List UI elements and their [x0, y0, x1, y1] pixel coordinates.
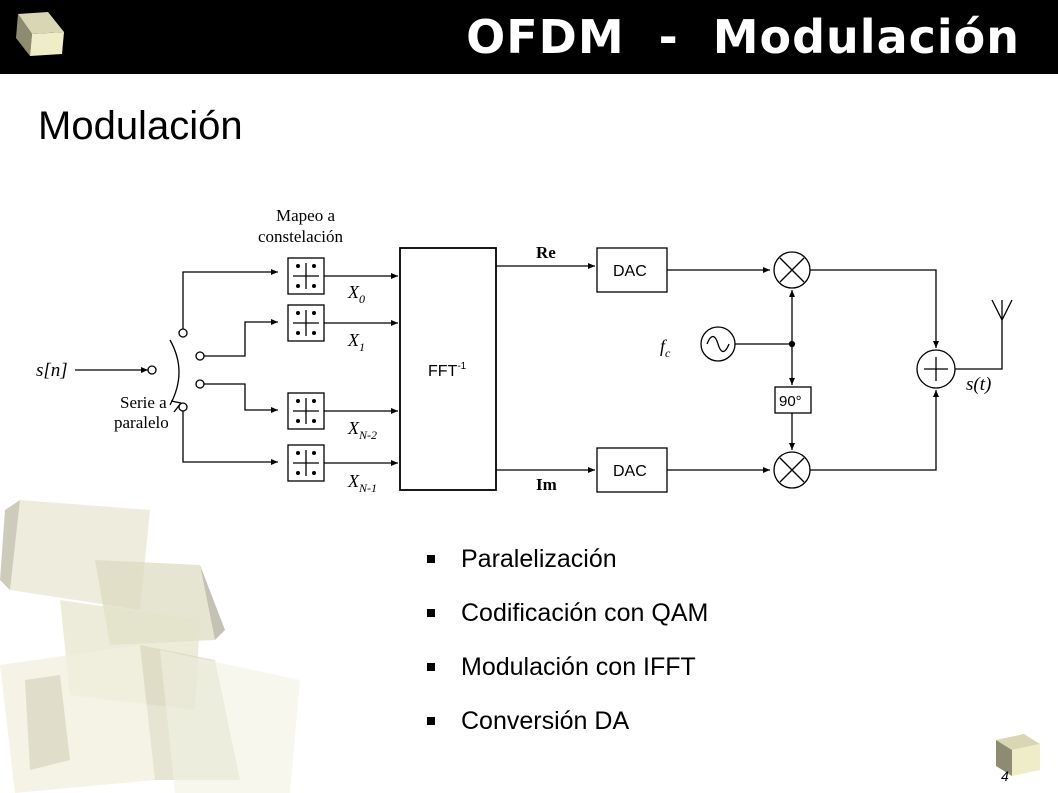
mapping-label-line1: Mapeo a [276, 206, 335, 225]
dac-real-label: DAC [613, 263, 647, 280]
bullet-item: Modulación con IFFT [425, 640, 708, 694]
ofdm-modulator-diagram: s[n] Serie a paralelo Mapeo a constelaci… [36, 206, 1013, 495]
imag-part-label: Im [536, 475, 557, 494]
bullet-item: Paralelización [425, 532, 708, 586]
square-bullet-icon [427, 717, 435, 725]
square-bullet-icon [427, 609, 435, 617]
title-bar: OFDM - Modulación [0, 0, 1058, 74]
bullet-text: Codificación con QAM [461, 599, 709, 627]
bullet-text: Paralelización [461, 545, 617, 573]
decorative-cubes [0, 500, 300, 793]
bullet-text: Modulación con IFFT [461, 653, 696, 681]
square-bullet-icon [427, 555, 435, 563]
ifft-block-label: FFT-1 [428, 361, 467, 380]
carrier-frequency-label: fc [660, 336, 671, 360]
symbol-x0-label: X0 [347, 282, 365, 306]
phase-shift-label: 90° [779, 393, 802, 410]
mapping-label-line2: constelación [258, 227, 343, 246]
square-bullet-icon [427, 663, 435, 671]
bullet-list: Paralelización Codificación con QAM Modu… [425, 532, 708, 748]
dac-imag-label: DAC [613, 463, 647, 480]
bullet-text: Conversión DA [461, 707, 630, 735]
output-signal-label: s(t) [966, 374, 991, 395]
symbol-xn1-label: XN-1 [347, 471, 377, 495]
serial-parallel-label-line1: Serie a [120, 393, 167, 412]
real-part-label: Re [536, 243, 556, 262]
page-number: 4 [1001, 768, 1009, 784]
serial-parallel-label-line2: paralelo [114, 413, 169, 432]
cube-logo-icon [16, 12, 64, 56]
input-signal-label: s[n] [36, 360, 68, 381]
slide-title: OFDM - Modulación [466, 10, 1020, 64]
bullet-item: Codificación con QAM [425, 586, 708, 640]
section-heading: Modulación [38, 104, 243, 148]
symbol-xn2-label: XN-2 [347, 418, 377, 442]
small-cube-icon [996, 734, 1040, 776]
bullet-item: Conversión DA [425, 694, 708, 748]
symbol-x1-label: X1 [347, 330, 365, 354]
